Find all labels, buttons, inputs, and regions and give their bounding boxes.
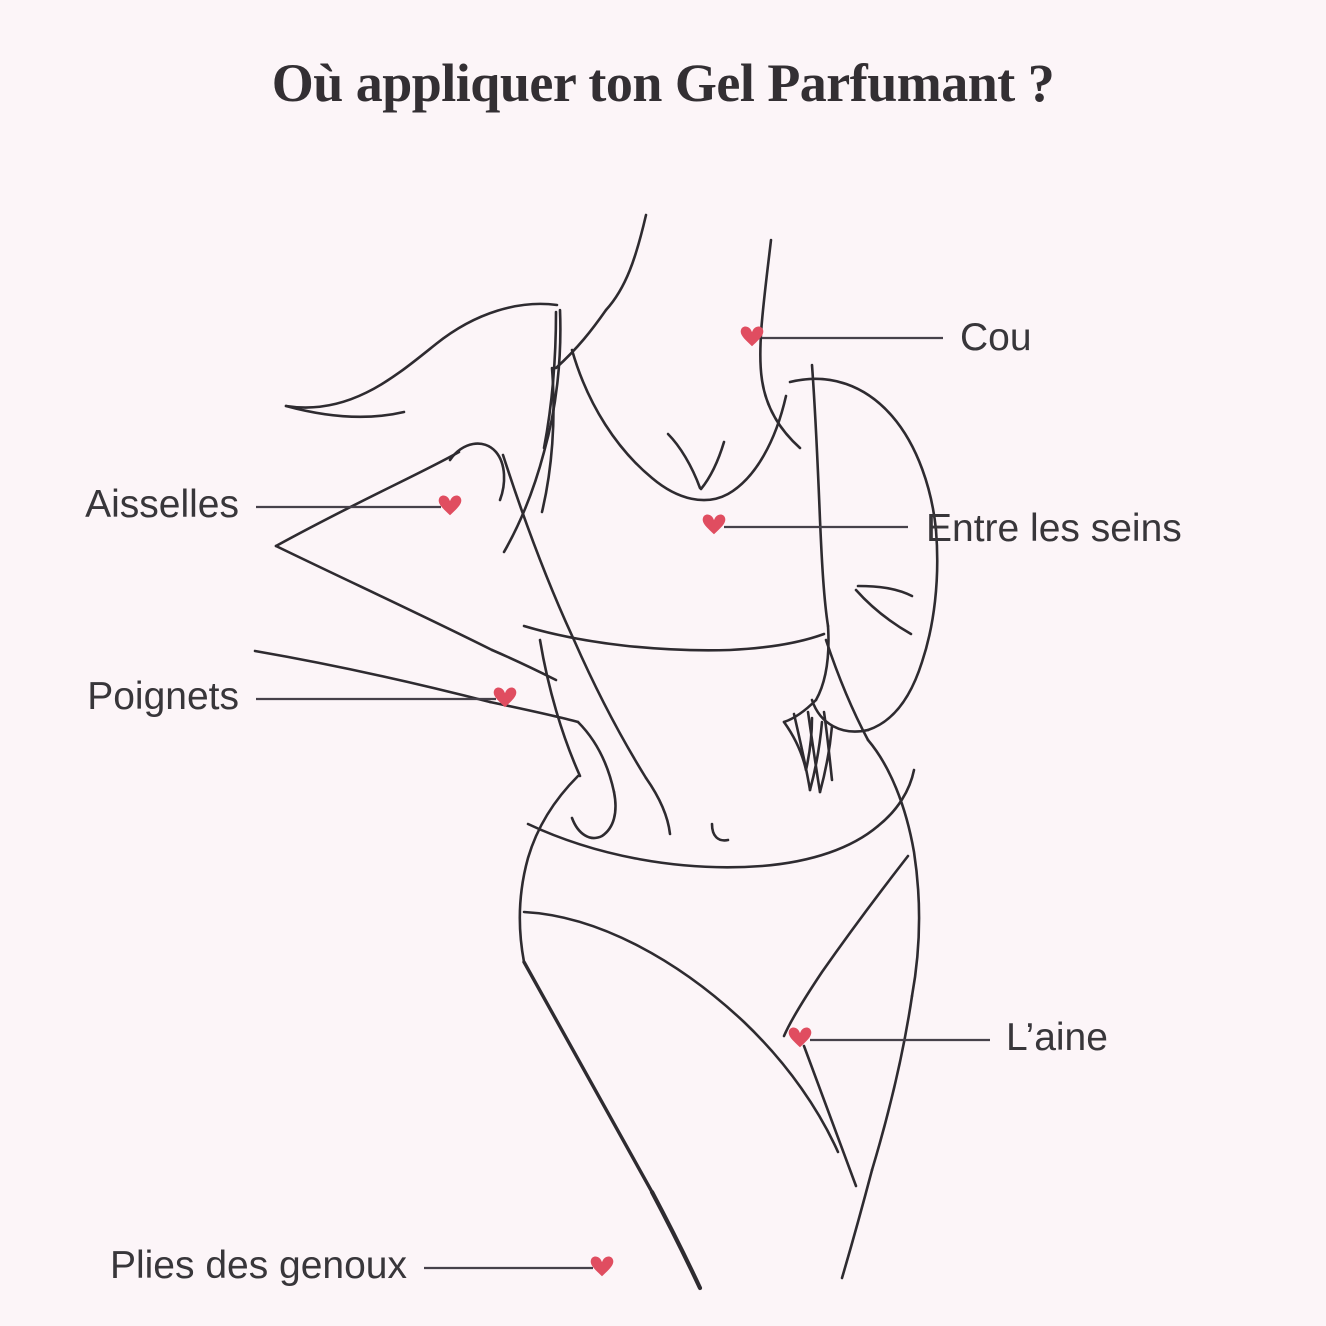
hip-right-outer [866,738,921,998]
underwear-waistband [526,822,880,869]
left-knee-front [649,1189,703,1291]
left-hand-top-line [253,649,492,704]
bra-neckline-scoop [570,348,788,502]
label-aisselles: Aisselles [85,483,239,526]
torso-waist-left [538,638,582,778]
cleavage-left-stroke [666,432,702,490]
label-laine: L’aine [1006,1016,1108,1059]
thigh-right-outer [870,994,914,1172]
left-forearm-upper-edge [274,450,461,548]
underwear-leg-opening-right [782,854,910,1038]
label-poignets: Poignets [87,675,239,718]
right-elbow-contour [810,698,870,733]
thigh-right-outer-low [840,1168,874,1280]
finger-4 [822,710,834,782]
left-arm-inner-line [502,308,562,554]
underwear-leg-opening-left [522,910,840,1154]
right-shoulder-contour [788,377,938,532]
finger-1-inner [804,716,814,772]
cleavage-right-stroke [699,440,726,491]
finger-3 [806,710,822,794]
left-upper-arm-top [284,302,559,409]
right-arm-crease [856,584,914,598]
left-elbow-outer [284,404,406,419]
left-arm-to-hip [644,776,672,836]
label-plies-des-genoux: Plies des genoux [109,1244,407,1287]
hand-knuckle-line [782,698,818,724]
underwear-waistband-right [876,768,916,828]
left-hand-top-line-2 [488,700,580,724]
neck-right-line [759,238,802,450]
label-cou: Cou [960,316,1032,359]
left-arm-back-edge [501,453,648,780]
hip-left-outer [518,774,580,964]
neck-left-line [604,213,648,312]
label-entre-les-seins: Entre les seins [926,507,1182,550]
left-wrist-upper [490,648,558,682]
finger-3-inner [818,724,834,794]
left-thigh-front [522,960,654,1194]
left-forearm-lower-edge [274,544,494,652]
right-forearm-diagonal [854,588,913,636]
bra-band-line [522,624,826,652]
left-hand-thumb-tip [570,790,617,840]
right-upper-arm-outer [866,528,939,732]
finger-2-inner [808,720,824,792]
page-title: Où appliquer ton Gel Parfumant ? [271,53,1055,113]
right-forearm-inner-line [814,624,830,702]
inner-thigh-right [802,1044,858,1188]
right-arm-inner-line [810,363,830,628]
bra-strap-left [542,310,558,450]
torso-right-side [824,638,870,742]
navel [710,822,730,842]
left-hand-thumb-outer [576,720,616,794]
trapezius-left-line [554,308,608,370]
finger-2 [792,712,812,792]
left-elbow-hook [448,442,506,502]
finger-1 [782,720,808,772]
